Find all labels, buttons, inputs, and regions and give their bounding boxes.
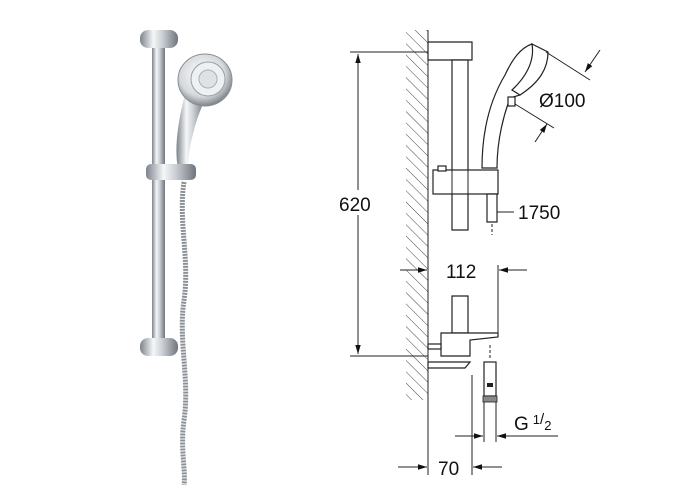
diameter-label: Ø100 — [539, 91, 585, 112]
slider-drawing — [432, 169, 499, 195]
slider — [146, 164, 196, 180]
bottom-bracket — [140, 338, 178, 356]
bottom-bracket-drawing — [440, 332, 499, 357]
projection-label: 112 — [446, 262, 476, 283]
top-bracket-drawing — [427, 41, 473, 61]
wall-hatching — [406, 30, 428, 400]
product-photo — [140, 30, 233, 486]
hose-length-label: 1750 — [518, 203, 560, 224]
hose — [179, 181, 189, 486]
rail-bar — [152, 38, 165, 350]
wall-offset-label: 70 — [438, 459, 459, 480]
height-label: 620 — [339, 195, 371, 216]
rail-drawing — [451, 59, 469, 231]
hose-drawing — [486, 193, 498, 223]
top-bracket — [140, 30, 178, 48]
handshower-handle — [176, 95, 205, 168]
